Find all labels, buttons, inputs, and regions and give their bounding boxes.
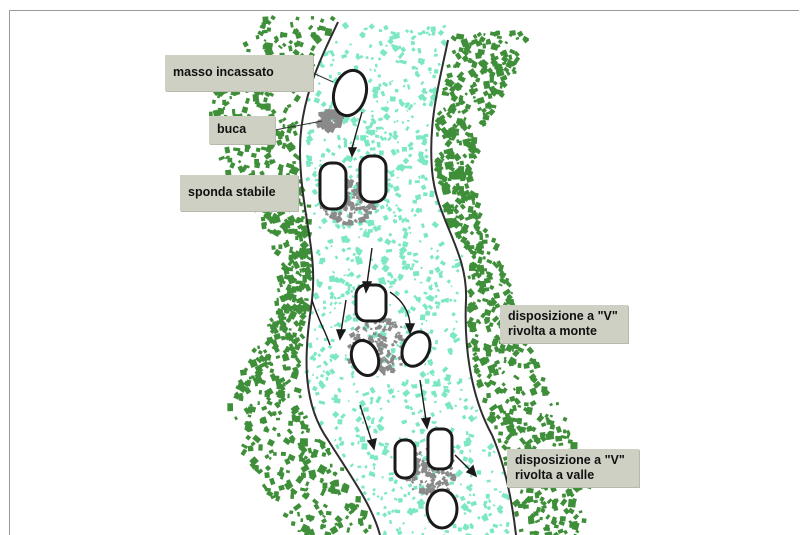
boulder	[320, 163, 346, 209]
label-v-rivolta-a-monte: disposizione a "V" rivolta a monte	[500, 305, 628, 343]
boulder	[356, 285, 386, 321]
label-masso-incassato: masso incassato	[165, 55, 313, 91]
boulder	[427, 490, 457, 528]
label-text: masso incassato	[173, 65, 274, 79]
label-buca: buca	[209, 116, 275, 144]
label-text: buca	[217, 122, 246, 136]
boulder	[428, 429, 452, 469]
label-sponda-stabile: sponda stabile	[180, 175, 298, 211]
label-text: disposizione a "V"	[515, 453, 631, 468]
label-text: disposizione a "V"	[508, 309, 620, 324]
label-text: rivolta a monte	[508, 324, 620, 339]
boulder	[360, 156, 386, 202]
boulder	[395, 440, 415, 478]
label-v-rivolta-a-valle: disposizione a "V" rivolta a valle	[507, 449, 639, 487]
label-text: rivolta a valle	[515, 468, 631, 483]
label-text: sponda stabile	[188, 185, 276, 199]
